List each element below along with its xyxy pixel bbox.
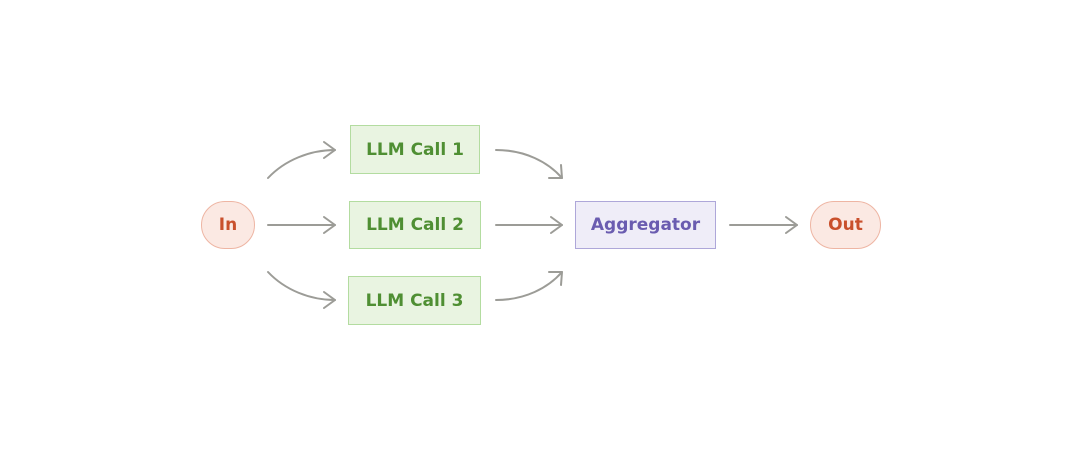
aggregator-label: Aggregator [590, 215, 701, 235]
arrow-call-3-to-aggregator [495, 271, 563, 301]
llm-call-3-label: LLM Call 3 [365, 290, 464, 311]
arrow-call-1-to-aggregator [495, 149, 563, 179]
input-node-label: In [218, 215, 238, 235]
llm-call-1-node: LLM Call 1 [350, 125, 480, 174]
arrow-in-to-call-1 [267, 141, 336, 179]
llm-call-1-label: LLM Call 1 [366, 139, 464, 160]
arrow-aggregator-to-out [729, 216, 798, 234]
llm-call-2-label: LLM Call 2 [366, 215, 464, 235]
arrow-call-2-to-aggregator [495, 216, 563, 234]
llm-call-3-node: LLM Call 3 [348, 276, 481, 325]
arrow-in-to-call-3 [267, 271, 336, 309]
llm-call-2-node: LLM Call 2 [349, 201, 481, 249]
output-node: Out [810, 201, 881, 249]
output-node-label: Out [828, 215, 863, 235]
aggregator-node: Aggregator [575, 201, 716, 249]
arrow-in-to-call-2 [267, 216, 336, 234]
input-node: In [201, 201, 255, 249]
